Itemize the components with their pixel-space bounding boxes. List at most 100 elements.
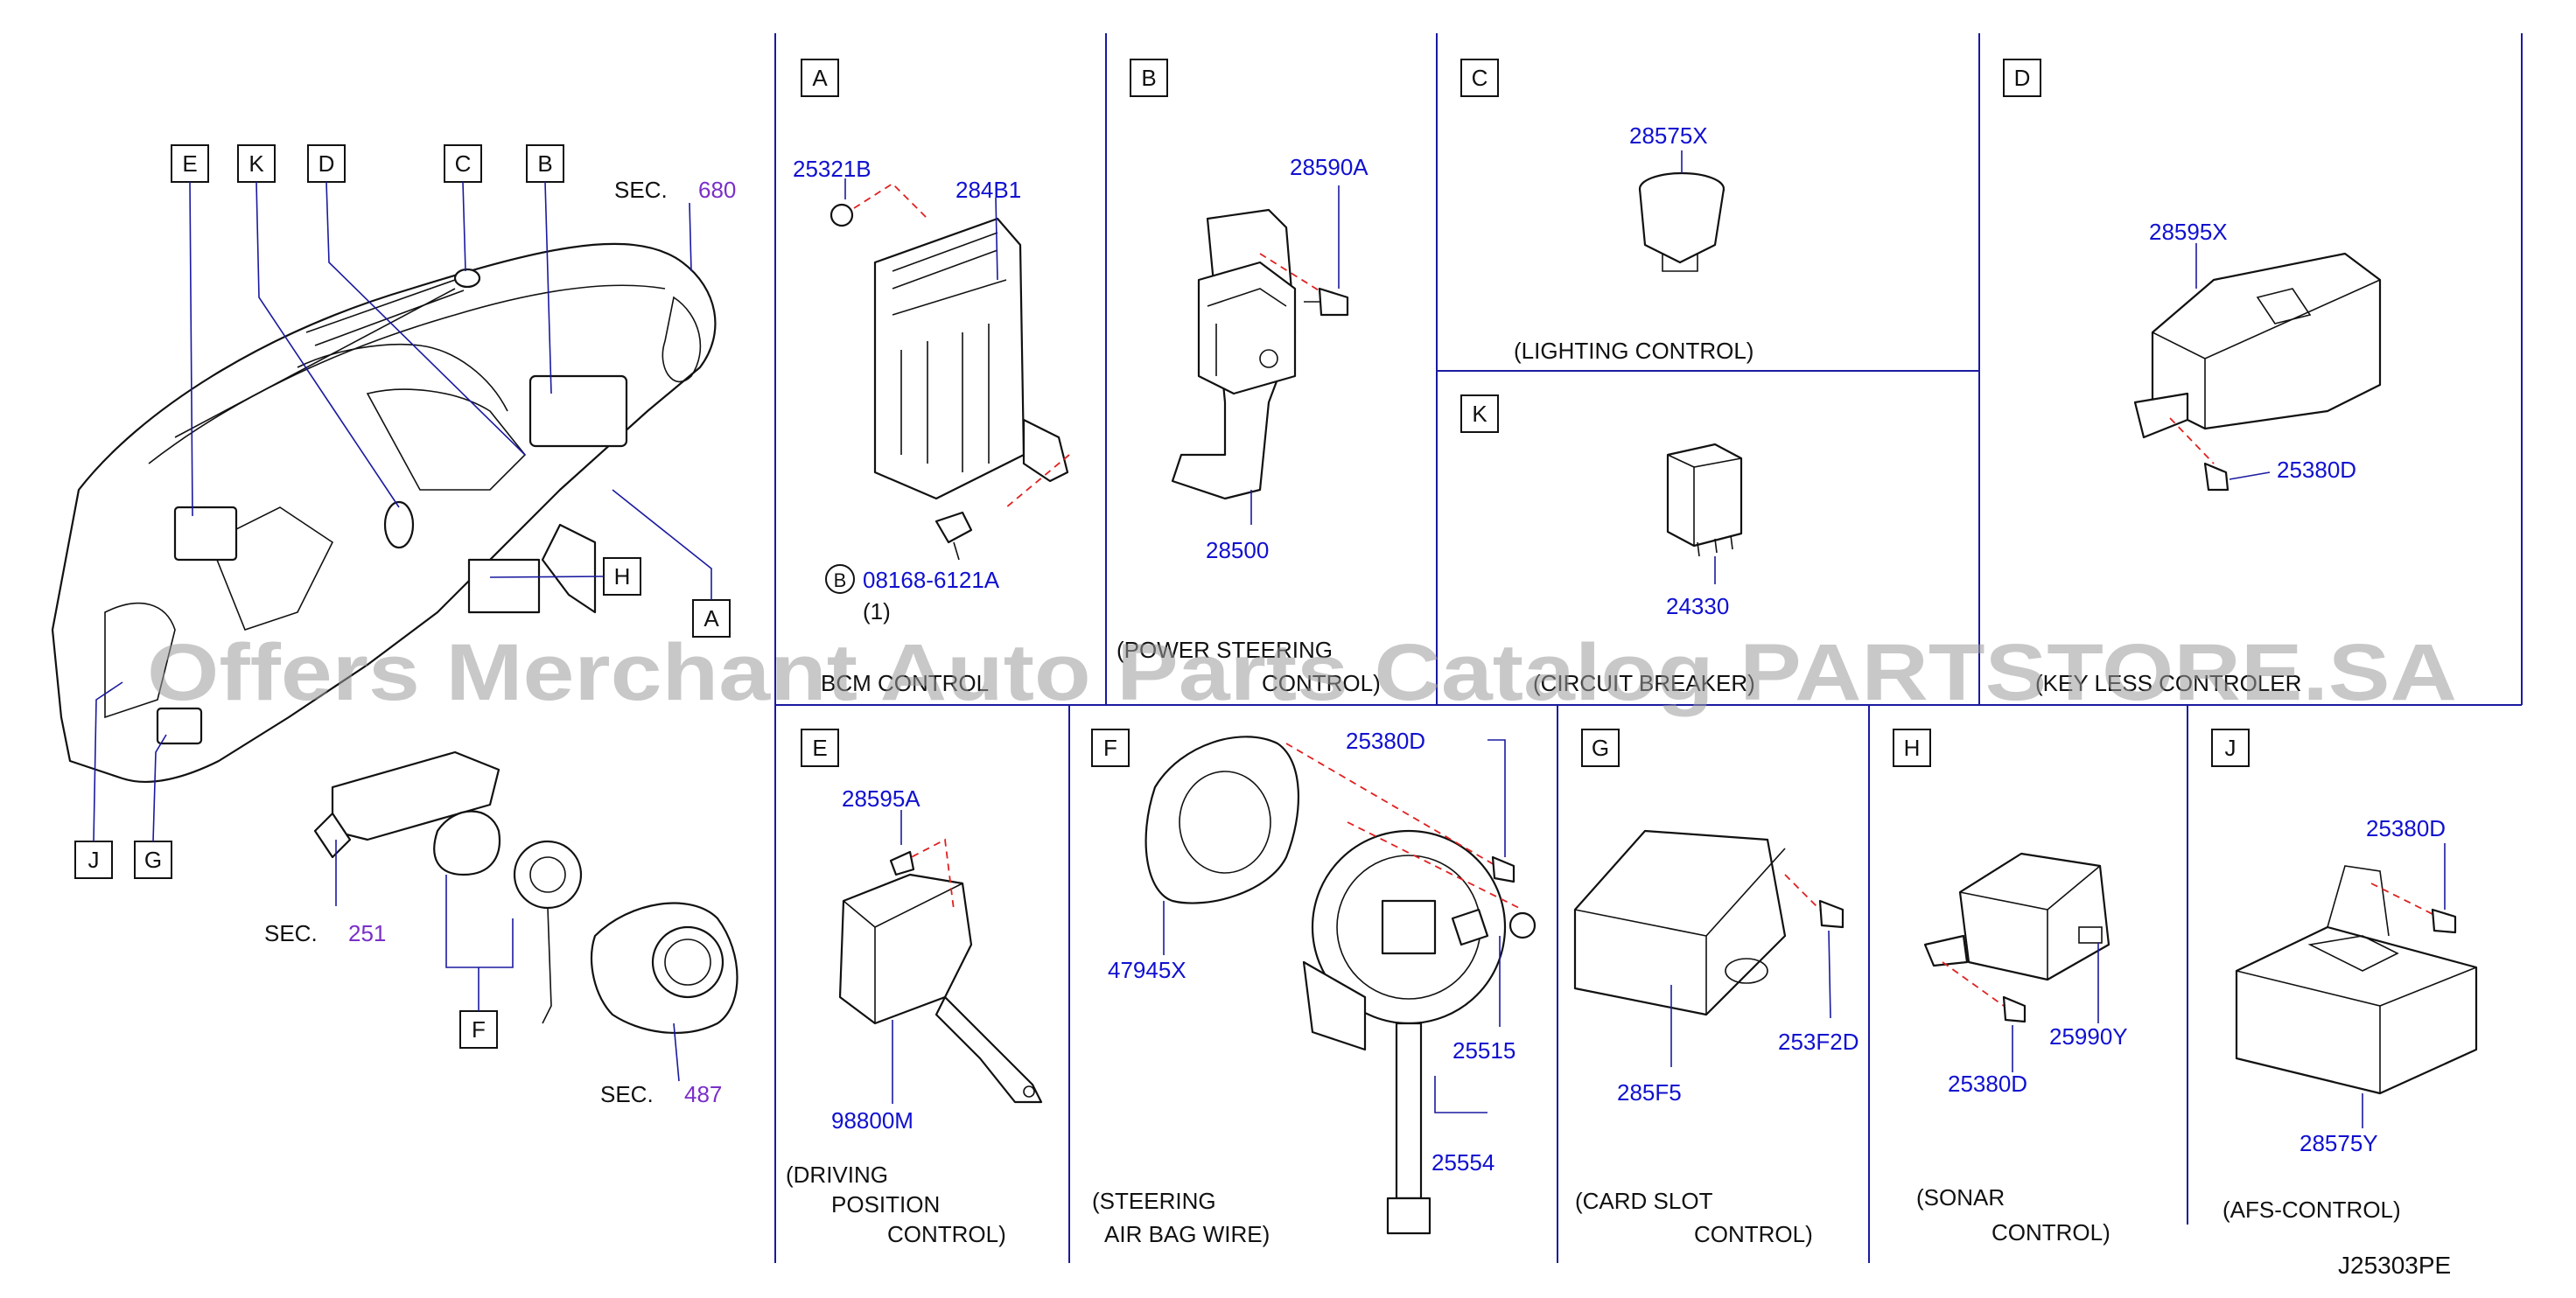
part-253F2D[interactable]: 253F2D xyxy=(1778,1029,1859,1055)
svg-text:C: C xyxy=(455,150,472,177)
caption-B-1: (POWER STEERING xyxy=(1116,637,1333,663)
svg-text:F: F xyxy=(472,1016,486,1043)
section-A: A 25321B 284B1 B 08168-6121A (1) BCM CON… xyxy=(793,59,1070,696)
section-letter-J xyxy=(2211,729,2250,767)
callout-B[interactable]: B xyxy=(526,144,564,394)
caption-E-2: POSITION xyxy=(831,1191,940,1218)
part-284B1[interactable]: 284B1 xyxy=(956,177,1021,203)
section-letter-H xyxy=(1893,729,1931,767)
qty-label: (1) xyxy=(863,598,891,625)
svg-text:B: B xyxy=(834,569,847,591)
caption-K: (CIRCUIT BREAKER) xyxy=(1533,670,1755,696)
part-24330[interactable]: 24330 xyxy=(1666,593,1729,619)
callout-E[interactable]: E xyxy=(171,144,209,517)
caption-H-2: CONTROL) xyxy=(1992,1219,2110,1246)
section-letter-E xyxy=(801,729,839,767)
svg-text:K: K xyxy=(1472,401,1488,427)
callout-A[interactable]: A xyxy=(612,489,731,638)
caption-H-1: (SONAR xyxy=(1916,1184,2005,1211)
part-25321B[interactable]: 25321B xyxy=(793,156,872,182)
svg-text:B: B xyxy=(537,150,552,177)
svg-text:J: J xyxy=(88,847,100,873)
caption-A: BCM CONTROL xyxy=(821,670,989,696)
sec-label-487: SEC. xyxy=(600,1081,654,1107)
svg-text:F: F xyxy=(1103,735,1117,761)
part-28575Y[interactable]: 28575Y xyxy=(2300,1130,2378,1156)
part-08168-6121A[interactable]: 08168-6121A xyxy=(863,567,1000,593)
panel-dividers xyxy=(774,33,2523,1263)
svg-text:H: H xyxy=(1904,735,1921,761)
part-25380D-F[interactable]: 25380D xyxy=(1346,728,1425,754)
callout-C[interactable]: C xyxy=(444,144,482,272)
callout-K[interactable]: K xyxy=(237,144,400,508)
caption-B-2: CONTROL) xyxy=(1262,670,1381,696)
callout-D[interactable]: D xyxy=(307,144,526,456)
watermark: Offers Merchant Auto Parts Catalog PARTS… xyxy=(147,628,2457,717)
svg-text:C: C xyxy=(1472,65,1488,91)
section-letter-D xyxy=(2003,59,2041,97)
section-K: K 24330 (CIRCUIT BREAKER) xyxy=(1460,394,1755,696)
caption-F-2: AIR BAG WIRE) xyxy=(1104,1221,1270,1247)
svg-text:D: D xyxy=(2014,65,2031,91)
svg-text:D: D xyxy=(318,150,335,177)
callout-G[interactable]: G xyxy=(134,734,172,879)
svg-text:E: E xyxy=(182,150,197,177)
svg-text:K: K xyxy=(248,150,264,177)
svg-text:A: A xyxy=(812,65,828,91)
svg-text:E: E xyxy=(812,735,827,761)
caption-E-3: CONTROL) xyxy=(887,1221,1006,1247)
caption-G-1: (CARD SLOT xyxy=(1575,1188,1713,1214)
part-285F5[interactable]: 285F5 xyxy=(1617,1079,1682,1106)
section-D: D 28595X 25380D (KEY LESS CONTROLER xyxy=(2003,59,2382,696)
caption-J: (AFS-CONTROL) xyxy=(2222,1197,2401,1223)
part-28575X[interactable]: 28575X xyxy=(1629,122,1708,149)
part-28500[interactable]: 28500 xyxy=(1206,537,1269,563)
svg-text:G: G xyxy=(144,847,162,873)
part-28595A[interactable]: 28595A xyxy=(842,785,920,812)
caption-C: (LIGHTING CONTROL) xyxy=(1514,338,1754,364)
svg-text:G: G xyxy=(1592,735,1609,761)
section-letter-G xyxy=(1581,729,1620,767)
sec-label-251: SEC. xyxy=(264,920,318,946)
callout-J[interactable]: J xyxy=(74,681,123,879)
section-H: H 25990Y 25380D (SONAR CONTROL) xyxy=(1893,729,2128,1246)
bolt-ref-B xyxy=(825,564,855,594)
sec-ref-251[interactable]: 251 xyxy=(348,920,386,946)
caption-F-1: (STEERING xyxy=(1092,1188,1216,1214)
part-25515[interactable]: 25515 xyxy=(1452,1037,1516,1064)
section-F: F 25380D 47945X 25515 25554 (STEERING AI… xyxy=(1091,728,1536,1247)
caption-E-1: (DRIVING xyxy=(786,1162,888,1188)
section-letter-B xyxy=(1130,59,1168,97)
sec-ref-680[interactable]: 680 xyxy=(698,177,736,203)
section-letter-K xyxy=(1460,394,1499,433)
part-25554[interactable]: 25554 xyxy=(1432,1149,1494,1176)
part-28595X[interactable]: 28595X xyxy=(2149,219,2228,245)
section-letter-C xyxy=(1460,59,1499,97)
part-98800M[interactable]: 98800M xyxy=(831,1107,914,1134)
part-25380D-D[interactable]: 25380D xyxy=(2277,457,2356,483)
part-25380D-H[interactable]: 25380D xyxy=(1948,1071,2027,1097)
section-G: G 253F2D 285F5 (CARD SLOT CONTROL) xyxy=(1573,729,1859,1247)
part-25990Y[interactable]: 25990Y xyxy=(2049,1023,2128,1050)
section-B: B 28590A 28500 (POWER STEERING CONTROL) xyxy=(1116,59,1381,696)
diagram-code: J25303PE xyxy=(2338,1252,2451,1279)
part-47945X[interactable]: 47945X xyxy=(1108,957,1186,983)
section-letter-A xyxy=(801,59,839,97)
sec-label-680: SEC. xyxy=(614,177,668,203)
section-letter-F xyxy=(1091,729,1130,767)
dashboard-overview: SEC. 680 SEC. 251 SEC. 487 E K D C xyxy=(51,144,738,1107)
part-25380D-J[interactable]: 25380D xyxy=(2366,815,2446,841)
sec-ref-487[interactable]: 487 xyxy=(684,1081,722,1107)
svg-text:H: H xyxy=(614,563,631,590)
svg-text:J: J xyxy=(2225,735,2236,761)
section-E: E 28595A 98800M (DRIVING POSITION CONTRO… xyxy=(786,729,1043,1247)
part-28590A[interactable]: 28590A xyxy=(1290,154,1368,180)
callout-F[interactable]: F xyxy=(445,875,514,1049)
caption-D: (KEY LESS CONTROLER xyxy=(2035,670,2301,696)
section-J: J 25380D 28575Y (AFS-CONTROL) xyxy=(2211,729,2478,1223)
callout-H[interactable]: H xyxy=(489,557,641,596)
caption-G-2: CONTROL) xyxy=(1694,1221,1813,1247)
section-C: C 28575X (LIGHTING CONTROL) xyxy=(1460,59,1754,364)
svg-text:B: B xyxy=(1141,65,1156,91)
